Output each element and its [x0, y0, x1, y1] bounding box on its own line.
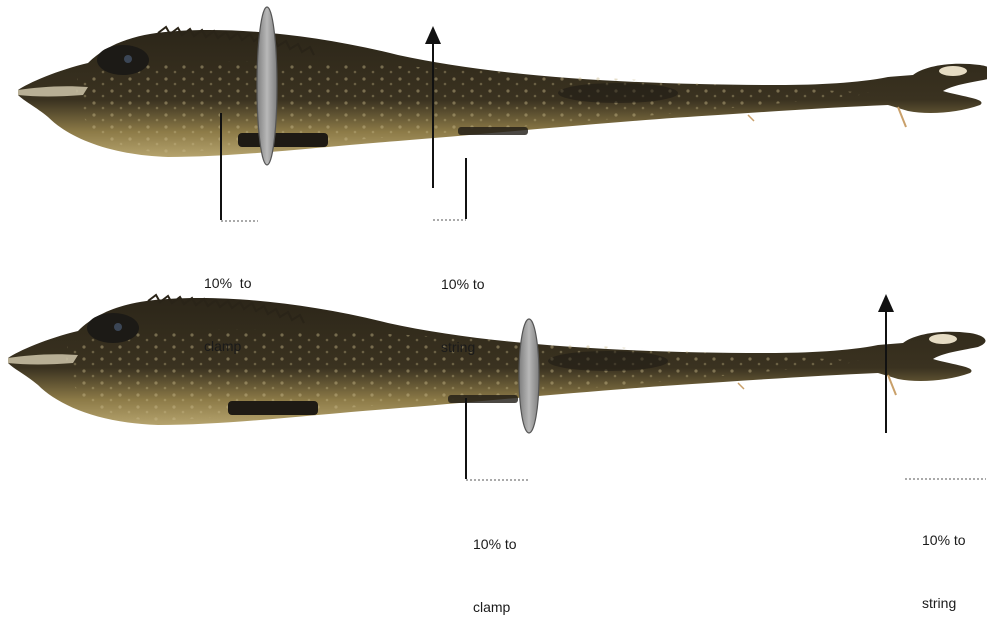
string-label-bottom-line1: 10% to: [922, 530, 966, 551]
fish-specimen-top: [18, 27, 987, 157]
clamp-label-bottom-line2: clamp: [473, 597, 517, 618]
string-label-top: 10% to string: [441, 232, 485, 379]
clamp-label-top-line2: clamp: [204, 336, 251, 357]
fish-specimen-bottom: [8, 295, 986, 425]
clamp-label-bottom: 10% to clamp: [473, 492, 517, 639]
bottom-panel: [8, 295, 986, 480]
string-label-top-line1: 10% to: [441, 274, 485, 295]
figure: 10% to clamp 10% to string 10% to clamp …: [0, 0, 987, 533]
fish-diagram: [0, 0, 987, 533]
clamp-label-top: 10% to clamp: [204, 231, 251, 378]
clamp-label-top-line1: 10% to: [204, 273, 251, 294]
string-label-bottom-line2: string: [922, 593, 966, 614]
string-label-bottom: 10% to string: [922, 488, 966, 635]
top-panel: [18, 7, 987, 221]
clamp-ellipse-bottom: [519, 319, 539, 433]
string-label-top-line2: string: [441, 337, 485, 358]
clamp-ellipse-top: [257, 7, 277, 165]
clamp-label-bottom-line1: 10% to: [473, 534, 517, 555]
